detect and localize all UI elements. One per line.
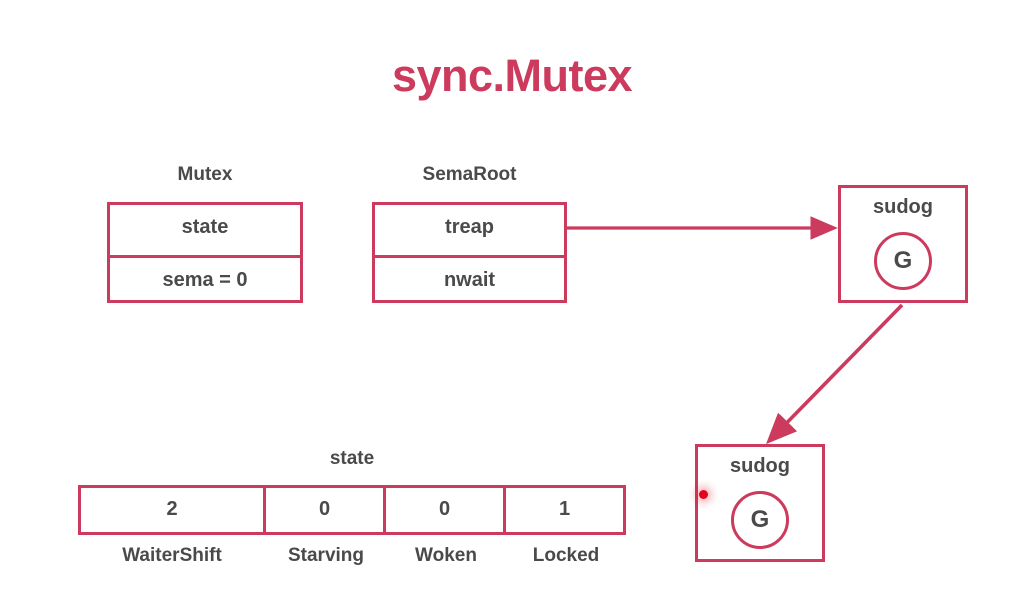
goroutine-circle-2: G bbox=[731, 491, 789, 549]
state-bitfield-table: 2 0 0 1 bbox=[78, 485, 626, 535]
state-cell-woken: 0 bbox=[386, 488, 506, 532]
edge-sudog1-to-sudog2 bbox=[765, 303, 904, 445]
state-cell-starving: 0 bbox=[266, 488, 386, 532]
state-cell-locked: 1 bbox=[558, 498, 571, 520]
state-legend-locked: Locked bbox=[532, 545, 600, 566]
mutex-field-sema: sema = 0 bbox=[110, 255, 300, 305]
sudog-node-1-title: sudog bbox=[873, 196, 933, 218]
semaroot-field-treap: treap bbox=[445, 216, 494, 238]
state-legend: WaiterShift Starving Woken Locked bbox=[78, 545, 626, 567]
cursor-indicator bbox=[699, 490, 708, 499]
state-legend-woken: Woken bbox=[415, 545, 477, 566]
state-cell-waitershift: 2 bbox=[81, 488, 266, 532]
mutex-field-state: state bbox=[181, 216, 229, 238]
semaroot-field-nwait: nwait bbox=[375, 255, 564, 305]
goroutine-circle-1: G bbox=[874, 232, 932, 290]
state-table-caption: state bbox=[329, 448, 375, 469]
sudog-node-1: sudog G bbox=[838, 185, 968, 303]
mutex-box: state sema = 0 bbox=[107, 202, 303, 303]
state-legend-waitershift: WaiterShift bbox=[122, 545, 222, 566]
state-legend-starving: Starving bbox=[287, 545, 365, 566]
mutex-caption: Mutex bbox=[177, 164, 233, 185]
semaroot-caption: SemaRoot bbox=[422, 164, 517, 185]
semaroot-box: treap nwait bbox=[372, 202, 567, 303]
sudog-node-2: sudog G bbox=[695, 444, 825, 562]
sudog-node-2-title: sudog bbox=[730, 455, 790, 477]
page-title: sync.Mutex bbox=[391, 50, 633, 101]
